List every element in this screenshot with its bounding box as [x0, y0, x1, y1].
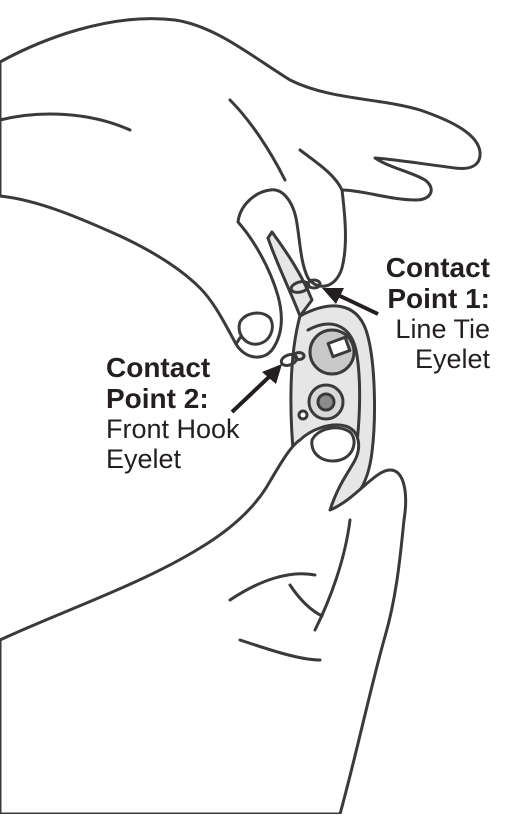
contact-point-2-title-line1: Contact — [106, 352, 211, 383]
contact-point-1-title-line2: Point 1: — [387, 283, 490, 314]
callout-arrows — [230, 288, 379, 414]
lower-hand-crease — [228, 572, 317, 602]
arrow-cp2-shaft — [230, 374, 272, 414]
front-hook-eyelet — [279, 353, 299, 367]
contact-point-2-label: Contact Point 2: Front Hook Eyelet — [106, 352, 240, 474]
contact-point-1-desc-line1: Line Tie — [395, 314, 490, 344]
lower-hand-crease — [288, 583, 324, 618]
lure-top-tab — [326, 335, 352, 359]
contact-point-1-desc-line2: Eyelet — [414, 344, 490, 374]
lower-hand-crease — [313, 518, 352, 632]
finger-nail — [237, 311, 274, 346]
arrow-cp2-head — [262, 364, 282, 384]
front-hook-eyelet-loop — [292, 351, 306, 361]
lure-bottom-disc-inner — [316, 392, 336, 412]
contact-point-2-desc-line2: Eyelet — [106, 444, 182, 474]
arrow-cp1-shaft — [337, 293, 379, 316]
upper-hand-crease — [298, 148, 344, 192]
arrow-cp1-head — [322, 288, 344, 304]
thumb-nail — [310, 426, 356, 463]
lower-hand-crease — [238, 638, 322, 662]
lower-hand — [0, 423, 408, 816]
contact-point-2-desc-line1: Front Hook — [106, 414, 240, 444]
contact-point-1-title-line1: Contact — [385, 252, 490, 283]
contact-point-1-label: Contact Point 1: Line Tie Eyelet — [386, 252, 490, 374]
upper-hand-crease — [228, 98, 287, 182]
upper-hand-crease — [0, 112, 132, 132]
line-tie-eyelet-loop — [306, 278, 322, 290]
contact-point-2-title-line2: Point 2: — [106, 383, 209, 414]
lure-small-hole — [297, 409, 309, 421]
lure-inner-outline — [306, 322, 362, 464]
